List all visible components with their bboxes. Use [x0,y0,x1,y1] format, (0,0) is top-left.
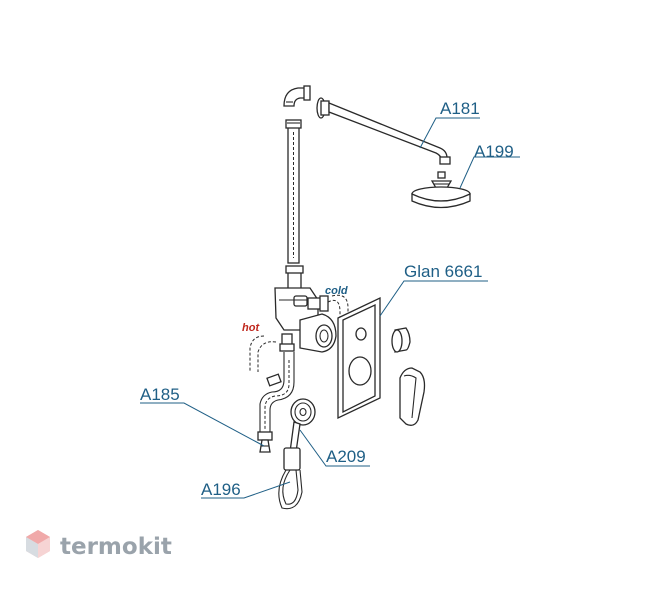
label-a199: A199 [474,142,514,161]
riser-elbow [283,85,311,107]
leader-lines [140,117,520,499]
shower-arm [316,97,451,165]
riser-pipe [285,119,302,264]
label-a185: A185 [140,385,180,404]
hose-holder [278,447,303,510]
wall-outlet [257,431,273,453]
label-cold: cold [325,285,348,297]
label-glan: Glan 6661 [404,262,482,281]
hose [259,352,295,432]
watermark-brand: termokit [60,534,172,560]
label-a196: A196 [201,480,241,499]
cap [391,327,411,353]
supply-dashes [249,294,349,372]
mixer-body [274,265,337,353]
lever-handle [399,367,426,426]
label-hot: hot [242,322,260,334]
hexagon-cube-icon [26,530,50,558]
hand-shower [289,398,316,453]
label-a181: A181 [440,99,480,118]
trim-plate [337,296,381,420]
shower-head [411,171,471,209]
label-a209: A209 [326,447,366,466]
